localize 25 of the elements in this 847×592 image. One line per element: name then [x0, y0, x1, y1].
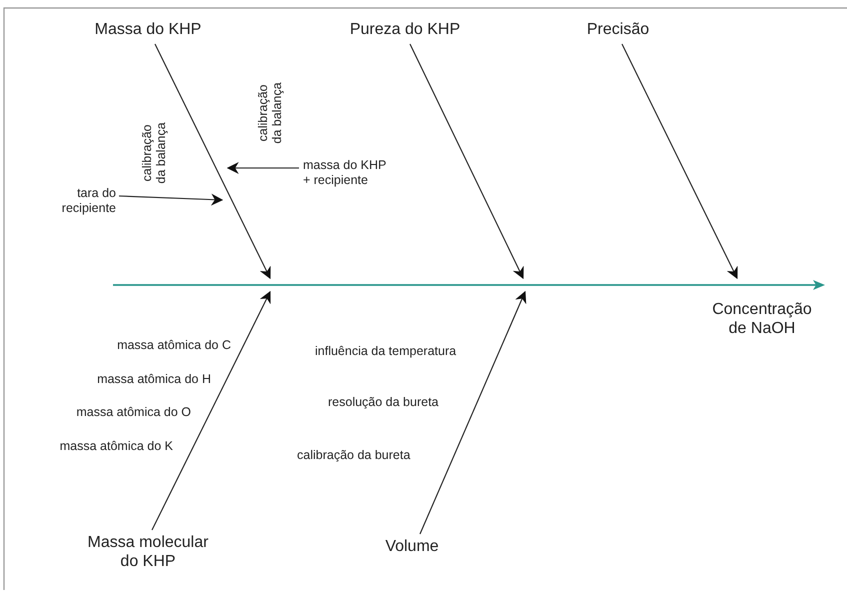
sub-cause-label: massa atômica do H — [97, 372, 211, 386]
arrow — [154, 44, 271, 280]
category-label: Massa molecular do KHP — [80, 533, 216, 579]
sub-cause-label: influência da temperatura — [315, 344, 456, 358]
sub-cause-label: calibração da balança — [257, 80, 285, 146]
sub-cause-label: calibração da bureta — [297, 448, 410, 462]
effect-label: Concentração de NaOH — [711, 300, 813, 338]
category-label: Precisão — [568, 20, 668, 42]
arrow — [152, 290, 271, 530]
sub-cause-label: massa atômica do O — [76, 405, 191, 419]
category-label: Massa do KHP — [83, 20, 213, 42]
sub-cause-label: tara do recipiente — [40, 186, 116, 220]
sub-cause-label: massa atômica do K — [60, 439, 173, 453]
arrow — [226, 162, 299, 174]
arrow — [622, 44, 738, 280]
arrow — [410, 44, 524, 280]
arrow — [420, 290, 526, 534]
sub-cause-label: calibração da balança — [141, 120, 169, 186]
spine-arrow — [113, 279, 825, 291]
sub-cause-label: resolução da bureta — [328, 395, 438, 409]
arrow — [118, 194, 224, 206]
sub-cause-label: massa do KHP + recipiente — [303, 158, 391, 192]
category-label: Pureza do KHP — [340, 20, 470, 42]
category-label: Volume — [370, 537, 454, 559]
sub-cause-label: massa atômica do C — [117, 338, 231, 352]
